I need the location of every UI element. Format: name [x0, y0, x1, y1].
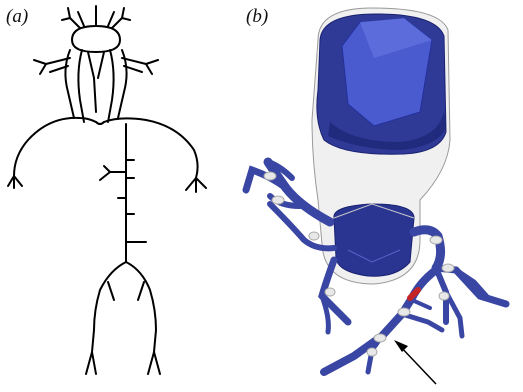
pointer-arrow [394, 340, 436, 384]
iliac-leg-arteries [86, 262, 160, 374]
circle-of-willis [62, 6, 130, 52]
3d-vessel-model [246, 8, 506, 372]
lower-chamber [334, 204, 414, 276]
descending-aorta [100, 124, 146, 262]
carotid-vertebral-arteries [34, 50, 158, 122]
aortic-arch-and-arms [8, 118, 206, 192]
arterial-tree-diagram [8, 6, 206, 374]
